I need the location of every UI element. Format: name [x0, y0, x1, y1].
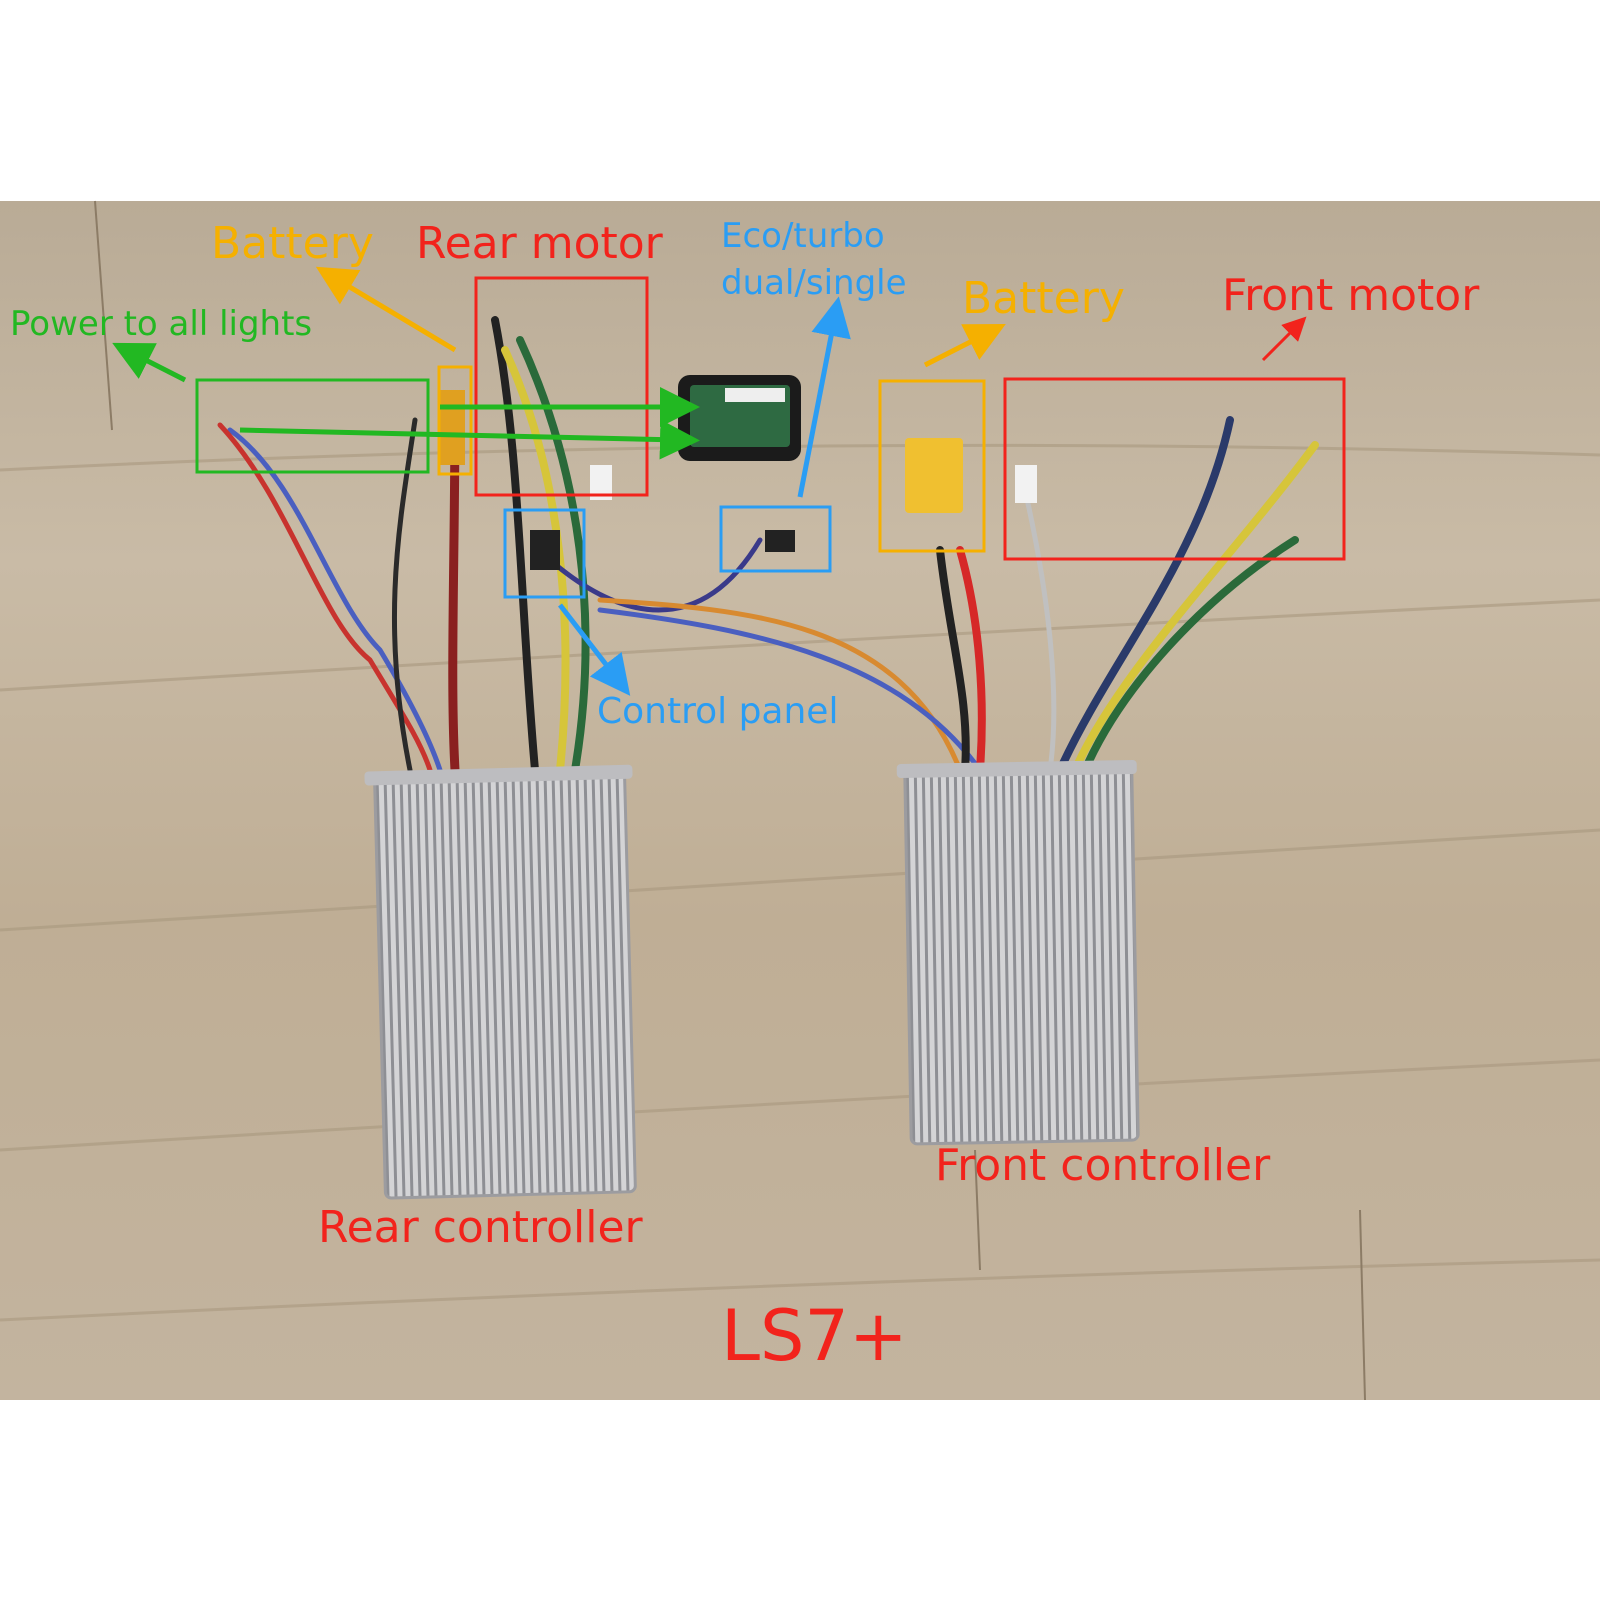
rear-battery-connector	[440, 390, 465, 465]
label-power-lights: Power to all lights	[10, 304, 312, 344]
label-battery-front: Battery	[962, 273, 1125, 324]
front-battery-arrow	[923, 323, 1006, 368]
control-panel-connector	[765, 530, 795, 552]
front-hall-connector	[1015, 465, 1037, 503]
label-rear-motor: Rear motor	[416, 218, 664, 269]
rear-battery-box	[437, 365, 473, 476]
front-motor-arrow	[1261, 316, 1307, 362]
power-lights-box	[195, 378, 430, 474]
front-motor-box	[1003, 377, 1346, 561]
control-panel-arrow	[558, 603, 631, 696]
eco-turbo-arrow	[797, 296, 851, 498]
rear-controller-unit	[364, 764, 637, 1200]
rear-hall-connector	[590, 465, 612, 500]
xt-battery-connector	[905, 438, 963, 513]
front-controller-unit	[896, 760, 1140, 1146]
rear-motor-box	[474, 276, 649, 497]
rear-control-connector	[530, 530, 560, 570]
label-front-controller: Front controller	[935, 1140, 1271, 1191]
power-lights-arrow	[112, 342, 187, 383]
label-battery-rear: Battery	[211, 218, 374, 269]
front-battery-box	[878, 379, 986, 553]
eco-turbo-module	[678, 375, 801, 461]
rear-battery-arrow	[315, 266, 457, 353]
control-panel-box	[503, 508, 586, 599]
label-model: LS7+	[721, 1295, 908, 1377]
label-front-motor: Front motor	[1222, 270, 1480, 321]
eco-turbo-box	[719, 505, 832, 573]
label-control-panel: Control panel	[597, 691, 838, 732]
lights-to-module-arrow-2	[239, 419, 700, 460]
label-eco-turbo-1: Eco/turbo	[721, 216, 885, 256]
label-rear-controller: Rear controller	[318, 1202, 644, 1253]
label-eco-turbo-2: dual/single	[721, 263, 907, 303]
